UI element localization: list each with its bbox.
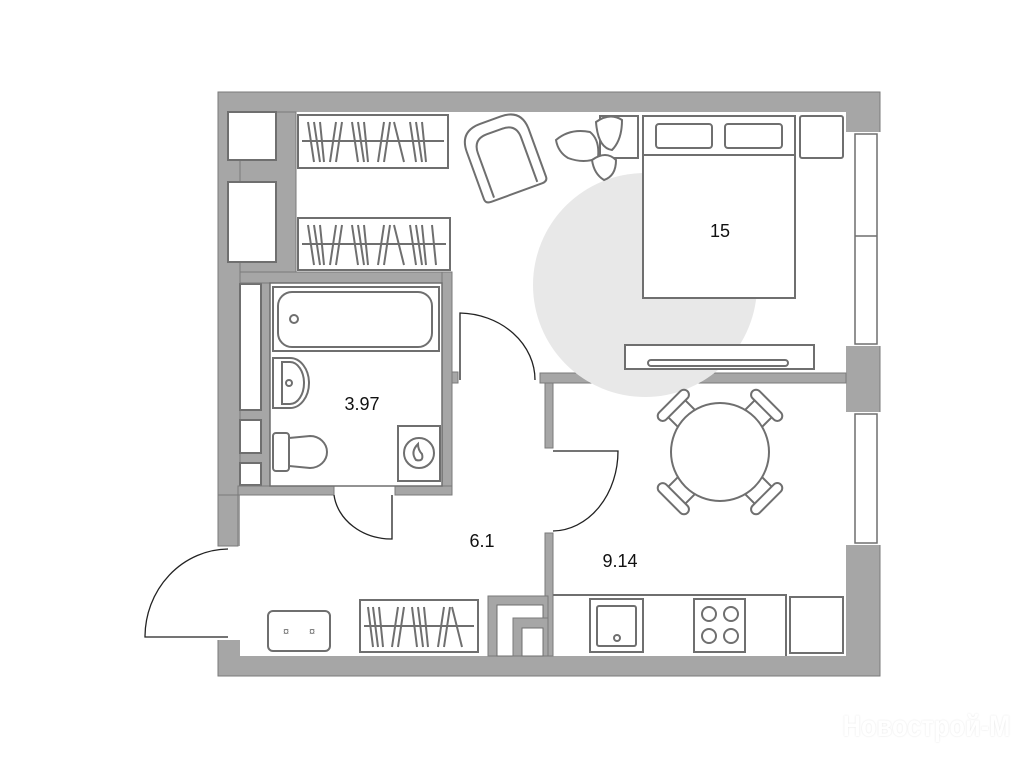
window-kitchen: [846, 412, 882, 545]
bathtub: [272, 286, 440, 352]
sink: [272, 357, 310, 409]
door-bathroom[interactable]: [333, 494, 393, 540]
room-area-hallway: 6.1: [469, 531, 494, 551]
entry-opening: [216, 546, 242, 640]
watermark: Новострой-М: [842, 710, 1010, 743]
wall-bath-right: [441, 271, 453, 496]
nightstand: [799, 115, 844, 159]
wall-bath-bottom-left: [237, 485, 335, 496]
stove: [693, 598, 746, 653]
dining-set: [656, 388, 784, 516]
door-bedroom[interactable]: [459, 312, 536, 381]
niche: [227, 111, 277, 161]
svg-text:¤: ¤: [309, 626, 315, 638]
shoe-bench: ¤ ¤: [267, 610, 331, 652]
door-kitchen[interactable]: [552, 450, 619, 532]
wall-bath-top: [239, 271, 453, 284]
room-area-bathroom: 3.97: [344, 394, 379, 414]
washing-machine: [397, 425, 441, 482]
bed: [642, 115, 796, 299]
room-area-kitchen: 9.14: [602, 551, 637, 571]
wall-left-stub: [217, 494, 239, 547]
fridge: [789, 596, 844, 654]
wardrobe-top: [297, 114, 449, 169]
niche: [239, 419, 262, 454]
niche: [239, 283, 262, 411]
kitchen-counter: [553, 594, 787, 656]
room-area-bedroom: 15: [710, 221, 730, 241]
plant-icon: [554, 115, 639, 182]
door-entry[interactable]: [144, 548, 229, 638]
toilet: [272, 432, 328, 472]
niche: [239, 462, 262, 486]
shaft: [487, 595, 549, 657]
svg-text:¤: ¤: [283, 626, 289, 638]
niche: [227, 181, 277, 263]
wall-kitchen-left-upper: [544, 382, 554, 449]
window-bedroom: [846, 132, 882, 346]
wall-stub: [451, 371, 459, 384]
wardrobe-hallway: [359, 599, 479, 653]
wall-bath-bottom-right: [394, 485, 453, 496]
armchair: [463, 113, 548, 204]
wardrobe-middle: [297, 217, 451, 271]
tv-stand: [624, 344, 815, 370]
